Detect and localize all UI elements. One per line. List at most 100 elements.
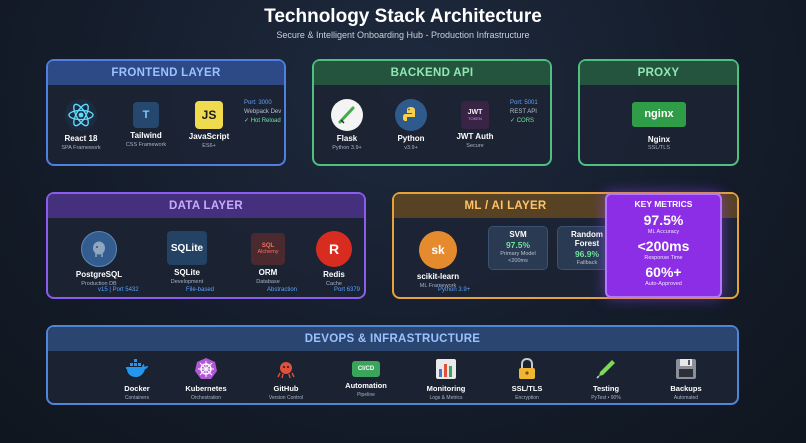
tech-name: scikit-learn [416, 272, 460, 281]
devops-panel: DEVOPS & INFRASTRUCTURE [46, 325, 739, 405]
frontend-devserver: Webpack Dev [244, 109, 282, 115]
tech-name: React 18 [64, 134, 98, 143]
tech-name: Flask [336, 134, 358, 143]
metric-value: 97.5% [643, 212, 684, 228]
jwt-glyph: JWT [467, 109, 483, 116]
redis-note: Port 6379 [334, 286, 360, 295]
metric-label: ML Accuracy [647, 229, 680, 235]
backend-notes: Port: 5001 REST API ✓ CORS [510, 99, 538, 126]
postgres-note-text: v15 | Port 5432 [98, 287, 139, 293]
metric-label: Auto-Approved [645, 281, 682, 287]
devops-title: DEVOPS & INFRASTRUCTURE [48, 327, 737, 351]
backup-icon [674, 357, 698, 381]
tech-name: JWT Auth [456, 132, 494, 141]
devops-name: Docker [124, 384, 150, 393]
metric-value: <200ms [637, 238, 690, 254]
tech-name: JavaScript [188, 132, 230, 141]
model-desc: Primary Model [500, 251, 536, 257]
tech-sqlite: SQLite SQLite Development [152, 231, 222, 285]
proxy-title: PROXY [580, 61, 737, 85]
postgresql-icon [81, 231, 117, 267]
tech-javascript: JS JavaScript ES6+ [174, 99, 244, 149]
tech-postgresql: PostgreSQL Production DB [64, 231, 134, 287]
tech-desc: ML Framework [419, 283, 457, 289]
devops-github: GitHub Version Control [251, 357, 321, 401]
tech-desc: Python 3.9+ [332, 145, 362, 151]
sqlite-note-text: File-based [186, 287, 215, 293]
frontend-hot-reload: ✓ Hot Reload [244, 118, 281, 124]
jwt-glyph-sub: TOKEN [468, 116, 482, 121]
tech-desc: Database [256, 279, 280, 285]
devops-docker: Docker Containers [102, 357, 172, 401]
kubernetes-icon [194, 357, 218, 381]
key-metrics-card: KEY METRICS 97.5% ML Accuracy <200ms Res… [605, 193, 722, 298]
monitoring-icon [434, 357, 458, 381]
orm-note-text: Abstraction [267, 287, 298, 293]
tech-desc: Development [170, 279, 204, 285]
tech-desc: Production DB [81, 281, 117, 287]
devops-monitoring: Monitoring Logs & Metrics [411, 357, 481, 401]
javascript-icon: JS [195, 101, 223, 129]
tech-desc: CSS Framework [125, 142, 167, 148]
devops-desc: Automated [673, 395, 699, 401]
tech-name: PostgreSQL [75, 270, 123, 279]
github-icon [274, 357, 298, 381]
docker-icon [125, 357, 149, 381]
scikit-learn-icon: sk [419, 231, 457, 269]
tech-desc: v3.9+ [404, 145, 418, 151]
model-accuracy: 96.9% [574, 249, 600, 259]
tech-react: React 18 SPA Framework [46, 99, 116, 151]
tech-tailwind: T Tailwind CSS Framework [111, 99, 181, 148]
frontend-port: Port: 3000 [244, 100, 272, 106]
devops-kubernetes: Kubernetes Orchestration [171, 357, 241, 401]
devops-automation: CI/CD Automation Pipeline [331, 357, 401, 398]
frontend-notes: Port: 3000 Webpack Dev ✓ Hot Reload [244, 99, 281, 126]
sqlite-icon: SQLite [167, 231, 207, 265]
devops-name: Monitoring [426, 384, 466, 393]
lock-icon [515, 357, 539, 381]
backend-api-title: BACKEND API [314, 61, 550, 85]
tech-name: SQLite [174, 268, 200, 277]
frontend-layer-title: FRONTEND LAYER [48, 61, 284, 85]
tech-orm: SQL Alchemy ORM Database [233, 231, 303, 285]
devops-desc: Version Control [268, 395, 304, 401]
tech-flask: Flask Python 3.9+ [312, 99, 382, 151]
metric-value: 60%+ [645, 264, 682, 280]
cicd-icon: CI/CD [352, 361, 380, 377]
model-name: SVM [509, 230, 527, 239]
tech-name: Tailwind [130, 131, 162, 140]
tech-redis: R Redis Cache [299, 231, 369, 287]
backend-rest: REST API [510, 109, 537, 115]
backend-cors: ✓ CORS [510, 118, 535, 124]
devops-desc: Orchestration [190, 395, 221, 401]
tech-desc: SPA Framework [61, 145, 101, 151]
proxy-desc: SSL/TLS [647, 145, 670, 151]
devops-name: Kubernetes [185, 384, 227, 393]
devops-name: Testing [592, 384, 620, 393]
orm-note: Abstraction [267, 286, 297, 295]
sqlalchemy-glyph-sub: Alchemy [257, 249, 279, 255]
tech-python: Python v3.9+ [376, 99, 446, 151]
sqlite-note: File-based [186, 286, 214, 295]
devops-desc: Encryption [515, 395, 539, 401]
tech-desc: Cache [326, 281, 342, 287]
devops-desc: PyTest • 90% [591, 395, 621, 401]
devops-name: Automation [345, 381, 387, 390]
model-accuracy: 97.5% [505, 240, 531, 250]
devops-testing: Testing PyTest • 90% [571, 357, 641, 401]
tech-scikit-learn: sk scikit-learn ML Framework [403, 231, 473, 289]
devops-desc: Containers [124, 395, 150, 401]
tech-name: ORM [258, 268, 278, 277]
redis-icon: R [316, 231, 352, 267]
devops-ssl: SSL/TLS Encryption [492, 357, 562, 401]
model-name: Random Forest [571, 230, 603, 248]
devops-backups: Backups Automated [651, 357, 721, 401]
sqlalchemy-glyph: SQL [261, 243, 275, 249]
react-icon [65, 99, 97, 131]
devops-name: GitHub [273, 384, 299, 393]
tech-name: Python [397, 134, 425, 143]
nginx-icon: nginx [632, 102, 686, 127]
model-desc: Fallback [576, 260, 598, 266]
model-latency: <200ms [508, 258, 528, 264]
page-title: Technology Stack Architecture [264, 6, 542, 27]
